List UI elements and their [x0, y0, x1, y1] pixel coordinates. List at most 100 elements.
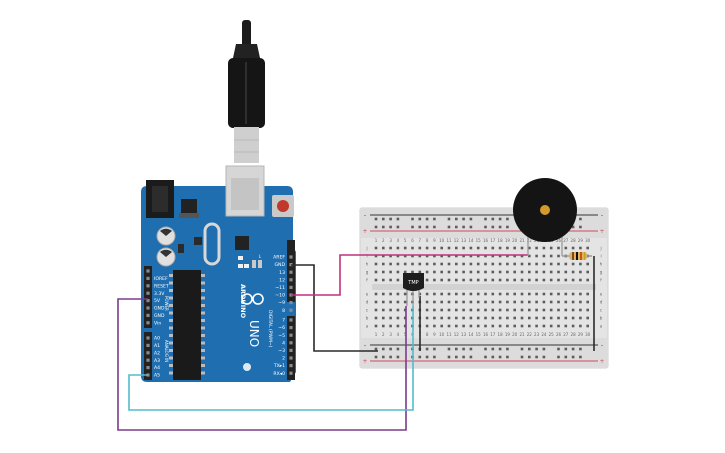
- breadboard-hole[interactable]: [447, 262, 451, 266]
- breadboard-hole[interactable]: [389, 324, 392, 328]
- breadboard-hole[interactable]: [469, 316, 473, 320]
- breadboard-hole[interactable]: [418, 246, 422, 250]
- breadboard-hole[interactable]: [374, 217, 378, 221]
- breadboard-hole[interactable]: [484, 324, 487, 328]
- breadboard-hole[interactable]: [396, 254, 400, 258]
- wire-5v-purple[interactable]: [117, 298, 407, 431]
- breadboard-hole[interactable]: [484, 347, 487, 351]
- breadboard-hole[interactable]: [374, 225, 378, 229]
- breadboard-hole[interactable]: [433, 324, 436, 328]
- breadboard-hole[interactable]: [520, 308, 524, 312]
- breadboard-hole[interactable]: [418, 270, 422, 274]
- breadboard-hole[interactable]: [440, 308, 443, 312]
- breadboard-hole[interactable]: [411, 254, 414, 258]
- breadboard-hole[interactable]: [455, 270, 458, 274]
- breadboard-hole[interactable]: [571, 278, 575, 282]
- breadboard-hole[interactable]: [455, 217, 458, 221]
- breadboard-hole[interactable]: [396, 316, 400, 320]
- breadboard-hole[interactable]: [484, 300, 487, 304]
- breadboard-hole[interactable]: [491, 254, 495, 258]
- breadboard-hole[interactable]: [425, 225, 429, 229]
- breadboard-hole[interactable]: [440, 254, 443, 258]
- breadboard-hole[interactable]: [476, 324, 480, 328]
- breadboard-hole[interactable]: [389, 347, 392, 351]
- header-hole[interactable]: [289, 364, 293, 368]
- breadboard-hole[interactable]: [491, 217, 495, 221]
- breadboard-hole[interactable]: [564, 324, 568, 328]
- breadboard-hole[interactable]: [403, 292, 407, 296]
- breadboard-hole[interactable]: [418, 262, 422, 266]
- breadboard-hole[interactable]: [535, 270, 538, 274]
- breadboard-hole[interactable]: [542, 278, 546, 282]
- breadboard-hole[interactable]: [571, 308, 575, 312]
- breadboard-hole[interactable]: [498, 278, 502, 282]
- breadboard-hole[interactable]: [542, 300, 546, 304]
- breadboard-hole[interactable]: [425, 308, 429, 312]
- breadboard-hole[interactable]: [455, 347, 458, 351]
- breadboard-hole[interactable]: [579, 355, 582, 359]
- breadboard-hole[interactable]: [374, 308, 378, 312]
- breadboard-hole[interactable]: [484, 355, 487, 359]
- breadboard-hole[interactable]: [389, 355, 392, 359]
- breadboard-hole[interactable]: [469, 300, 473, 304]
- breadboard-hole[interactable]: [491, 270, 495, 274]
- breadboard-hole[interactable]: [389, 300, 392, 304]
- breadboard-hole[interactable]: [476, 262, 480, 266]
- breadboard-hole[interactable]: [491, 300, 495, 304]
- breadboard-hole[interactable]: [586, 278, 589, 282]
- breadboard-hole[interactable]: [498, 300, 502, 304]
- breadboard-hole[interactable]: [455, 278, 458, 282]
- breadboard-hole[interactable]: [498, 262, 502, 266]
- breadboard-hole[interactable]: [542, 262, 546, 266]
- breadboard-hole[interactable]: [564, 355, 568, 359]
- breadboard-hole[interactable]: [506, 355, 509, 359]
- breadboard-hole[interactable]: [396, 217, 400, 221]
- breadboard-hole[interactable]: [498, 217, 502, 221]
- breadboard-hole[interactable]: [374, 270, 378, 274]
- breadboard-hole[interactable]: [455, 300, 458, 304]
- breadboard-hole[interactable]: [579, 278, 582, 282]
- breadboard-hole[interactable]: [586, 262, 589, 266]
- breadboard-hole[interactable]: [542, 246, 546, 250]
- breadboard-hole[interactable]: [579, 270, 582, 274]
- breadboard-hole[interactable]: [506, 324, 509, 328]
- breadboard-hole[interactable]: [549, 316, 553, 320]
- header-hole[interactable]: [289, 308, 293, 312]
- wire-gnd-black[interactable]: [291, 264, 378, 352]
- breadboard-hole[interactable]: [491, 355, 495, 359]
- breadboard-hole[interactable]: [513, 246, 516, 250]
- breadboard-hole[interactable]: [586, 300, 589, 304]
- breadboard-hole[interactable]: [498, 254, 502, 258]
- breadboard-hole[interactable]: [396, 300, 400, 304]
- breadboard-hole[interactable]: [396, 292, 400, 296]
- breadboard-hole[interactable]: [447, 270, 451, 274]
- breadboard-hole[interactable]: [498, 316, 502, 320]
- breadboard-hole[interactable]: [520, 254, 524, 258]
- breadboard-hole[interactable]: [549, 246, 553, 250]
- breadboard-hole[interactable]: [498, 225, 502, 229]
- breadboard-hole[interactable]: [462, 347, 465, 351]
- breadboard-hole[interactable]: [440, 278, 443, 282]
- breadboard-hole[interactable]: [469, 324, 473, 328]
- breadboard-hole[interactable]: [396, 308, 400, 312]
- breadboard-hole[interactable]: [513, 270, 516, 274]
- breadboard-hole[interactable]: [447, 217, 451, 221]
- breadboard-hole[interactable]: [447, 225, 451, 229]
- breadboard-hole[interactable]: [433, 217, 436, 221]
- breadboard-hole[interactable]: [447, 278, 451, 282]
- breadboard-hole[interactable]: [374, 292, 378, 296]
- breadboard-hole[interactable]: [403, 246, 407, 250]
- breadboard-hole[interactable]: [462, 270, 465, 274]
- breadboard-hole[interactable]: [571, 347, 575, 351]
- breadboard-hole[interactable]: [506, 308, 509, 312]
- breadboard-hole[interactable]: [528, 300, 531, 304]
- breadboard-hole[interactable]: [506, 300, 509, 304]
- breadboard-hole[interactable]: [528, 270, 531, 274]
- breadboard-hole[interactable]: [549, 278, 553, 282]
- breadboard-hole[interactable]: [520, 355, 524, 359]
- breadboard-hole[interactable]: [418, 254, 422, 258]
- breadboard-hole[interactable]: [425, 316, 429, 320]
- breadboard-hole[interactable]: [396, 246, 400, 250]
- breadboard-hole[interactable]: [571, 246, 575, 250]
- breadboard-hole[interactable]: [396, 262, 400, 266]
